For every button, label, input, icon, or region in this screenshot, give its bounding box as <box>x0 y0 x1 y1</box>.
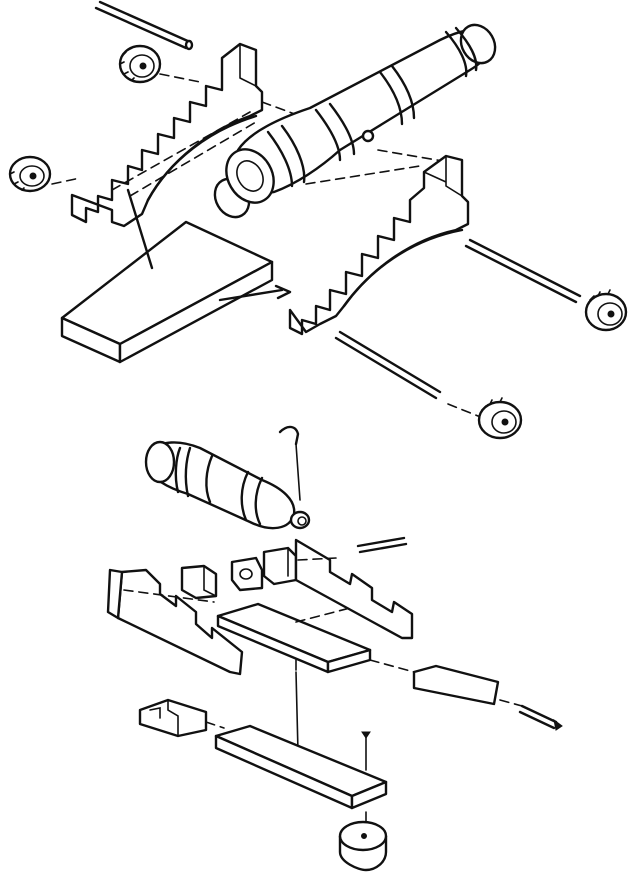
wheel-icon <box>584 289 628 332</box>
upper-assembly <box>8 0 628 440</box>
trunnion-block-left <box>180 564 218 600</box>
swivel-disc <box>338 811 388 872</box>
cannon-barrel-lower <box>144 440 311 530</box>
lower-assembly <box>106 425 563 872</box>
vertical-guide-line <box>295 671 299 753</box>
upper-axle-rod-lower <box>334 330 479 417</box>
wheel-icon <box>118 44 162 84</box>
upper-axle-rod-right <box>464 238 582 304</box>
wheel-icon <box>8 155 52 193</box>
wheel-icon <box>477 397 523 440</box>
lower-carriage-side-right <box>294 538 414 640</box>
wedge-block <box>369 659 563 731</box>
trunnion-block-right <box>262 546 298 586</box>
cannon-barrel-upper <box>213 23 497 219</box>
center-plank <box>216 602 372 674</box>
carriage-side-right <box>288 154 470 336</box>
bed-plank <box>60 188 292 364</box>
screw-icon <box>361 731 371 771</box>
upper-axle-rod-top <box>94 0 194 51</box>
base-block <box>138 698 225 738</box>
barrel-guide-line <box>305 165 421 185</box>
small-pin <box>356 536 408 554</box>
carriage-side-left <box>70 42 264 228</box>
pin-hook <box>278 425 301 501</box>
lower-carriage-side-left <box>106 568 244 676</box>
axle-guide-line <box>51 177 81 185</box>
base-plank <box>214 724 388 810</box>
trunnion-block-mid <box>230 556 264 592</box>
